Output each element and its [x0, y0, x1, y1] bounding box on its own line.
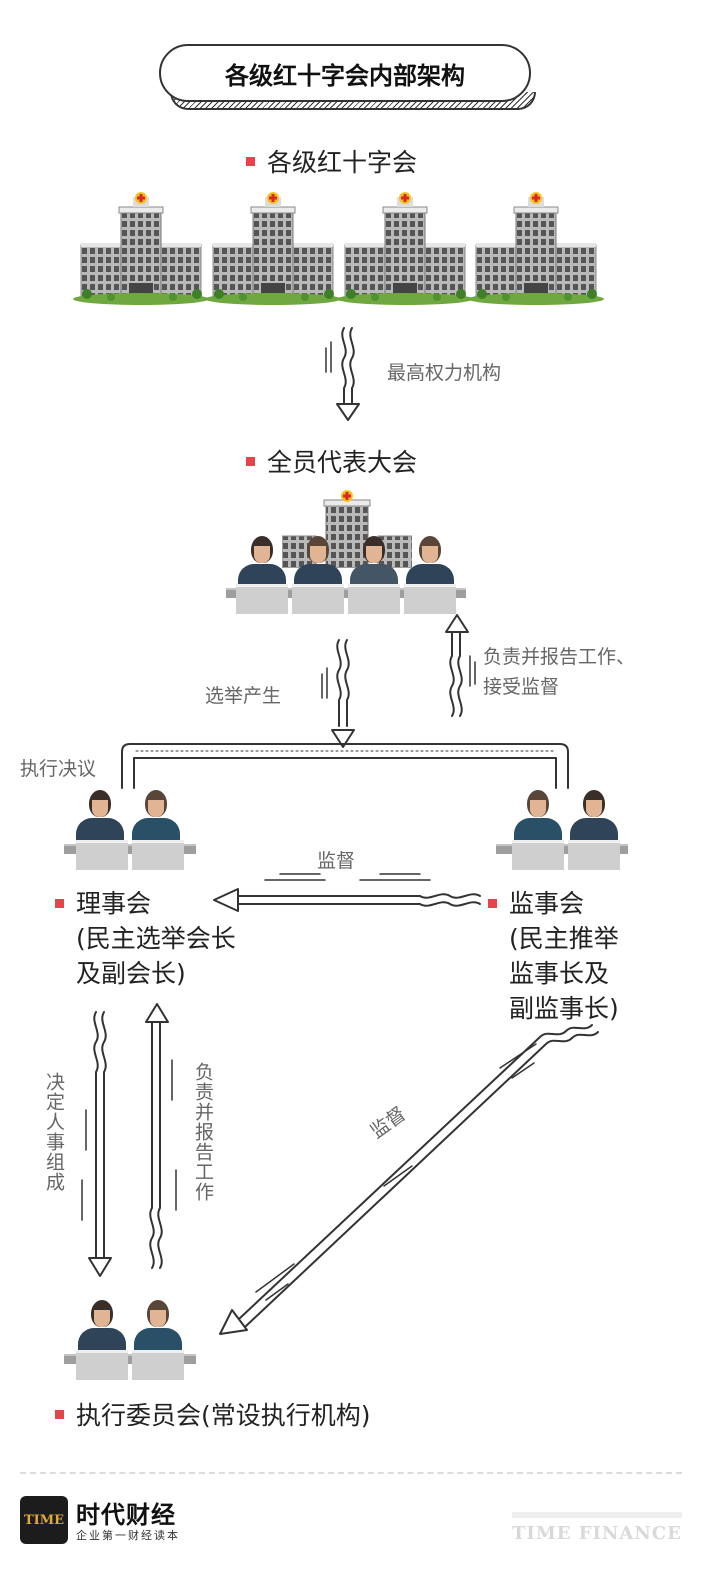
bullet-marker — [488, 899, 497, 908]
node-label-line: 副监事长) — [509, 994, 619, 1023]
brand-logo: TIME — [20, 1496, 68, 1544]
label-line: 负责并报告工作、 — [483, 646, 636, 668]
node-supervisory-board: 监事会 (民主推举 监事长及 副监事长) — [488, 886, 619, 1026]
edge-label-report-supervision: 负责并报告工作、 接受监督 — [483, 642, 635, 702]
page-title: 各级红十字会内部架构 — [159, 44, 531, 102]
english-brand: TIME FINANCE — [512, 1523, 682, 1544]
desk — [226, 588, 466, 598]
bullet-marker — [246, 156, 255, 166]
node-label: 执行委员会(常设执行机构) — [76, 1401, 371, 1430]
node-executive-committee: 执行委员会(常设执行机构) — [55, 1396, 371, 1432]
node-council: 理事会 (民主选举会长 及副会长) — [55, 886, 236, 991]
supervisory-people — [510, 790, 622, 848]
bullet-marker — [55, 899, 64, 908]
edge-label-supervise-council: 监督 — [317, 850, 356, 872]
arrow-down-elected — [321, 639, 355, 748]
arrow-diagonal-supervise-executive — [219, 1024, 599, 1335]
node-label: 各级红十字会 — [267, 148, 418, 177]
node-label-line: (民主推举 — [509, 924, 619, 953]
bullet-marker — [246, 456, 255, 466]
desk — [64, 1354, 196, 1364]
arrow-up-report-work — [145, 1003, 177, 1269]
footer-bar — [512, 1512, 682, 1518]
chairs — [234, 584, 458, 614]
executive-illustration — [64, 1298, 196, 1390]
node-red-cross-all-levels: 各级红十字会 — [246, 143, 417, 179]
chairs — [74, 840, 186, 870]
arrow-down-highest-authority — [325, 327, 360, 421]
chairs — [510, 840, 622, 870]
bullet-marker — [55, 1409, 64, 1419]
arrow-down-decide-personnel — [81, 1011, 112, 1277]
node-label-line: 及副会长) — [76, 959, 186, 988]
brand-slogan: 企业第一财经读本 — [76, 1529, 180, 1542]
brand-name: 时代财经 — [76, 1501, 176, 1529]
node-label: 全员代表大会 — [267, 448, 418, 477]
edge-label-execute-resolutions: 执行决议 — [20, 758, 97, 780]
edge-label-elected: 选举产生 — [205, 685, 282, 707]
edge-label-highest-authority: 最高权力机构 — [387, 362, 502, 384]
footer-divider — [20, 1472, 682, 1474]
arrow-up-report-supervision — [445, 614, 476, 717]
chairs — [74, 1350, 186, 1380]
supervisory-illustration — [496, 788, 628, 880]
hospital-building-icon — [282, 490, 412, 568]
desk — [64, 844, 196, 854]
edge-label-decide-personnel: 决定人事组成 — [43, 1072, 65, 1192]
node-label-line: 理事会 — [76, 889, 152, 918]
arrow-left-supervise-council — [213, 873, 481, 912]
node-general-assembly: 全员代表大会 — [246, 443, 417, 479]
execute-resolutions-bracket — [121, 743, 569, 789]
node-label-line: 监事会 — [509, 889, 585, 918]
person-icon — [566, 790, 622, 848]
node-label-line: (民主选举会长 — [76, 924, 236, 953]
general-assembly-illustration — [226, 488, 466, 618]
label-line: 接受监督 — [483, 676, 560, 698]
node-label-line: 监事长及 — [509, 959, 610, 988]
edge-label-report-work: 负责并报告工作 — [192, 1062, 214, 1202]
council-illustration — [64, 788, 196, 880]
